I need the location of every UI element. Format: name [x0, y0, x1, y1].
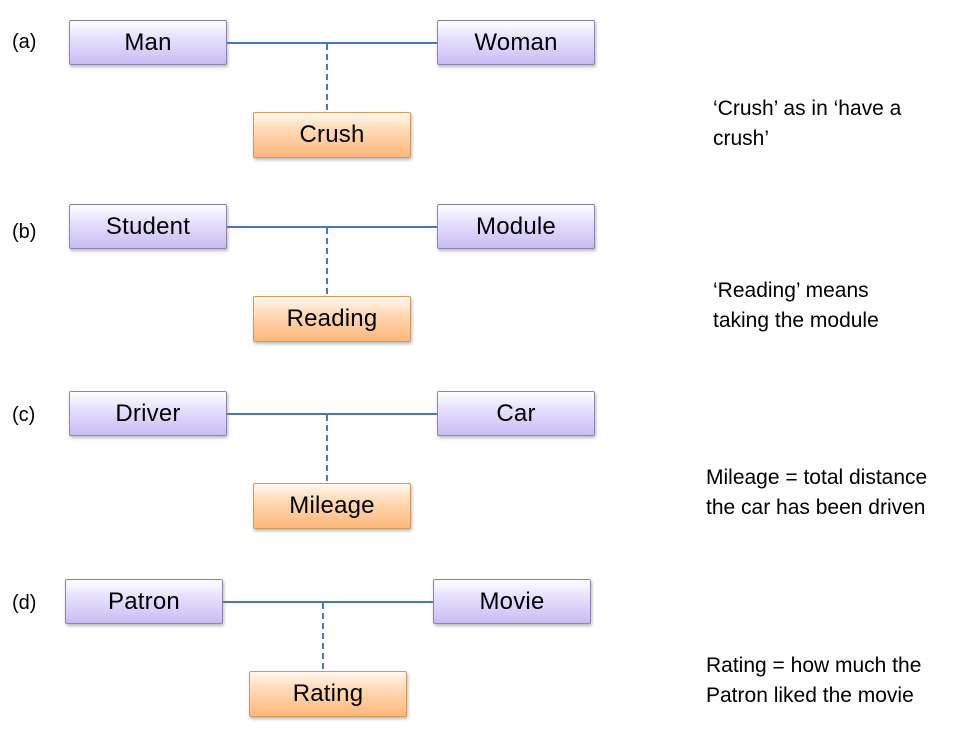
relationship-line [227, 42, 437, 44]
note-line: crush’ [713, 127, 770, 150]
diagram-label: (d) [12, 592, 37, 614]
note-line: ‘Crush’ as in ‘have a [713, 97, 902, 120]
note-line: Mileage = total distance [706, 466, 928, 489]
relationship-attribute-link [326, 44, 328, 110]
note-line: ‘Reading’ means [713, 279, 869, 302]
entity-man: Man [69, 20, 227, 65]
entity-car: Car [437, 391, 595, 436]
note-line: Patron liked the movie [706, 684, 914, 707]
note-line: Rating = how much the [706, 654, 922, 677]
relationship-attribute-link [322, 603, 324, 669]
relationship-line [227, 226, 437, 228]
note-rating: Rating = how much the Patron liked the m… [706, 651, 921, 711]
entity-module: Module [437, 204, 595, 249]
note-line: taking the module [713, 309, 879, 332]
note-mileage: Mileage = total distance the car has bee… [706, 463, 927, 523]
diagram-label: (c) [12, 404, 36, 426]
note-line: the car has been driven [706, 496, 926, 519]
diagram-label: (b) [12, 221, 37, 243]
note-crush: ‘Crush’ as in ‘have a crush’ [713, 94, 901, 154]
relationship-reading: Reading [253, 296, 411, 342]
entity-driver: Driver [69, 391, 227, 436]
relationship-line [223, 601, 433, 603]
diagram-a: (a) Man Woman Crush ‘Crush’ as in ‘have … [0, 0, 966, 160]
diagram-d: (d) Patron Movie Rating Rating = how muc… [0, 559, 966, 719]
relationship-mileage: Mileage [253, 483, 411, 529]
relationship-line [227, 413, 437, 415]
diagram-label: (a) [12, 31, 37, 53]
diagram-b: (b) Student Module Reading ‘Reading’ mea… [0, 184, 966, 344]
entity-patron: Patron [65, 579, 223, 624]
relationship-rating: Rating [249, 671, 407, 717]
relationship-crush: Crush [253, 112, 411, 158]
entity-student: Student [69, 204, 227, 249]
entity-woman: Woman [437, 20, 595, 65]
diagram-c: (c) Driver Car Mileage Mileage = total d… [0, 371, 966, 531]
relationship-attribute-link [326, 415, 328, 481]
entity-movie: Movie [433, 579, 591, 624]
note-reading: ‘Reading’ means taking the module [713, 276, 879, 336]
relationship-attribute-link [326, 228, 328, 294]
